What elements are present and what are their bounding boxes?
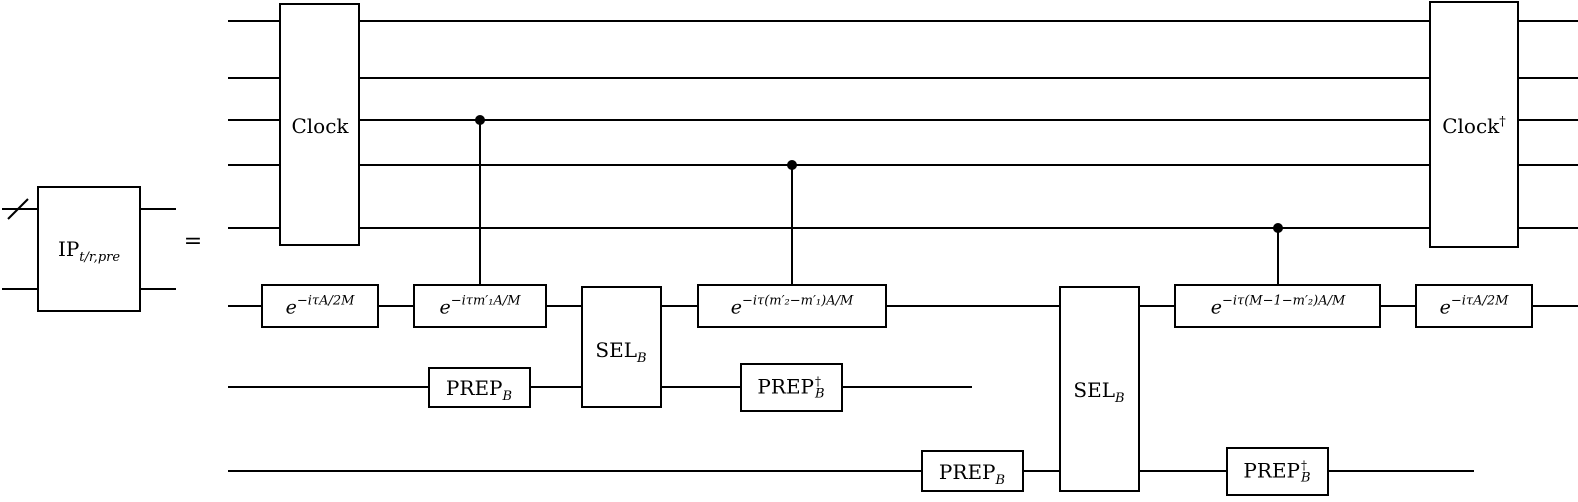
ip-gate-box	[37, 186, 141, 312]
clock-gate-label: Clock	[291, 114, 349, 138]
prep-dagger-gate-1-box	[740, 363, 843, 412]
prep-gate-2-label: PREPB	[938, 460, 1006, 488]
prep-dagger-gate-2-label: PREP†B	[1243, 458, 1311, 486]
exp-gate-3-box	[697, 284, 887, 328]
prep-gate-1-box	[428, 367, 531, 408]
equals-sign: =	[183, 229, 203, 254]
exp-gate-4-box	[1174, 284, 1381, 328]
sel-gate-2-label: SELB	[1073, 378, 1125, 406]
clock-dagger-gate-label: Clock†	[1442, 114, 1506, 138]
prep-dagger-gate-2-box	[1226, 447, 1329, 496]
exp-gate-1-label: e−iτA/2M	[285, 293, 355, 319]
exp-gate-1-box	[261, 284, 379, 328]
prep-gate-2-box	[921, 450, 1024, 492]
clock-dagger-gate-box	[1429, 1, 1519, 248]
clock-wires	[228, 20, 1578, 229]
exp-gate-5-box	[1415, 284, 1533, 328]
prep-dagger-gate-1-label: PREP†B	[757, 374, 825, 402]
lhs-wires	[2, 198, 176, 290]
multi-wire-slash	[7, 198, 29, 220]
exp-gate-5-label: e−iτA/2M	[1439, 293, 1509, 319]
sel-gate-1-box	[581, 286, 662, 408]
control-dot-3	[1273, 223, 1283, 233]
control-dot-1	[475, 115, 485, 125]
ip-gate-label: IPt/r,pre	[57, 237, 121, 265]
sel-gate-2-box	[1059, 286, 1140, 492]
clock-gate-box	[279, 3, 360, 246]
sel-gate-1-label: SELB	[595, 338, 647, 366]
exp-gate-2-box	[413, 284, 547, 328]
exp-gate-3-label: e−iτ(m′₂−m′₁)A/M	[730, 293, 854, 319]
control-dot-2	[787, 160, 797, 170]
exp-gate-2-label: e−iτm′₁A/M	[439, 293, 521, 319]
prep-gate-1-label: PREPB	[445, 376, 513, 404]
exp-gate-4-label: e−iτ(M−1−m′₂)A/M	[1210, 293, 1346, 319]
